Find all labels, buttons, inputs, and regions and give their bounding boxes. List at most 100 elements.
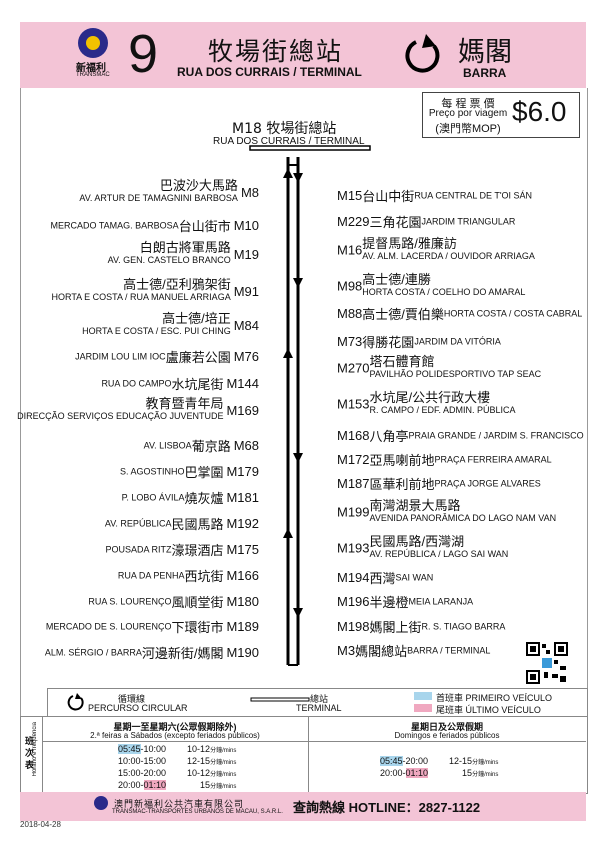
stop-pt: MERCADO TAMAG. BARBOSA xyxy=(50,220,179,231)
header-band xyxy=(20,22,586,88)
terminal-name-pt: RUA DOS CURRAIS / TERMINAL xyxy=(213,136,365,147)
stop-zh: 民國馬路/西灣湖 xyxy=(369,534,465,549)
schedule-start: 20:00 xyxy=(118,780,141,790)
stop-code: M175 xyxy=(226,542,259,557)
stop-zh: 下環街市 xyxy=(171,620,224,635)
origin-title: 牧場街總站 xyxy=(208,37,344,66)
schedule-unit: 分鐘/mins xyxy=(210,772,237,778)
stop-zh: 提督馬路/雅廉訪 xyxy=(362,236,457,251)
stop-zh: 台山街市 xyxy=(178,219,231,234)
logo-pt: TRANSMAC xyxy=(76,72,110,78)
terminal-bar-icon xyxy=(249,145,371,151)
stop-right-14: M196半邊橙MEIA LARANJA xyxy=(337,592,473,611)
destination-title: 媽閣 xyxy=(458,37,512,68)
stop-pt: PRAÇA JORGE ALVARES xyxy=(434,478,541,489)
stop-code: M187 xyxy=(337,476,370,491)
weekday-heading: 星期一至星期六(公眾假期除外) xyxy=(113,722,237,732)
stop-code: M166 xyxy=(226,568,259,583)
stop-code: M192 xyxy=(226,516,259,531)
schedule-start: 05:45 xyxy=(118,744,141,754)
schedule-freq: 15 xyxy=(462,768,473,778)
stop-code: M10 xyxy=(233,218,259,233)
route-line xyxy=(249,145,371,666)
stop-pt: R. S. TIAGO BARRA xyxy=(421,621,506,632)
stop-pt: AV. GEN. CASTELO BRANCO xyxy=(107,255,231,265)
stop-code: M19 xyxy=(233,246,259,262)
schedule-divider xyxy=(308,716,309,792)
stop-code: M144 xyxy=(226,376,259,391)
schedule-dash: - xyxy=(140,756,144,766)
stop-pt: SAI WAN xyxy=(395,572,434,583)
stop-code: M193 xyxy=(337,540,370,556)
stop-right-0: M15台山中街RUA CENTRAL DE T'OI SÁN xyxy=(337,186,532,205)
transmac-logo-icon xyxy=(78,28,108,58)
stop-pt: ALM. SÉRGIO / BARRA xyxy=(44,647,142,658)
fare-box xyxy=(422,92,580,138)
stop-code: M169 xyxy=(226,402,259,418)
stop-code: M179 xyxy=(226,464,259,479)
stop-code: M16 xyxy=(337,242,363,258)
hotline: 查詢熱線 HOTLINE：2827-1122 xyxy=(293,800,481,815)
stop-zh: 風順堂街 xyxy=(171,595,224,610)
legend-circular-pt: PERCURSO CIRCULAR xyxy=(88,703,188,713)
schedule-divider xyxy=(42,741,586,742)
stop-pt: POUSADA RITZ xyxy=(105,544,172,555)
route-number: 9 xyxy=(128,24,159,84)
stop-right-15: M198媽閣上街R. S. TIAGO BARRA xyxy=(337,617,505,636)
stop-pt: S. AGOSTINHO xyxy=(119,466,185,477)
stop-code: M84 xyxy=(233,317,259,333)
schedule-dash: - xyxy=(140,768,144,778)
stop-right-8: M168八角亭PRAIA GRANDE / JARDIM S. FRANCISC… xyxy=(337,426,584,445)
stop-code: M98 xyxy=(337,278,363,294)
stop-pt: RUA DO CAMPO xyxy=(101,378,172,389)
stop-zh: 白朗古將軍馬路 xyxy=(139,240,231,255)
stop-pt: PRAÇA FERREIRA AMARAL xyxy=(434,454,552,465)
stop-code: M229 xyxy=(337,214,370,229)
stop-right-4: M88高士德/賈伯樂HORTA COSTA / COSTA CABRAL xyxy=(337,304,582,323)
stop-zh: 葡京路 xyxy=(191,439,231,454)
stop-pt: AV. REPÚBLICA / LAGO SAI WAN xyxy=(369,549,509,559)
schedule-end: 20:00 xyxy=(405,756,429,766)
stop-pt: JARDIM LOU LIM IOC xyxy=(75,351,166,362)
stop-code: M198 xyxy=(337,619,370,634)
company-logo-icon xyxy=(94,796,108,810)
schedule-end: 10:00 xyxy=(143,744,167,754)
stop-pt: RUA S. LOURENÇO xyxy=(88,596,172,607)
schedule-start: 20:00 xyxy=(380,768,403,778)
stop-pt: BARRA / TERMINAL xyxy=(407,645,491,656)
stop-pt: MERCADO DE S. LOURENÇO xyxy=(45,621,172,632)
holiday-subheading: Domingos e feriados públicos xyxy=(394,731,500,740)
stop-code: M3 xyxy=(337,643,356,658)
print-date: 2018-04-28 xyxy=(20,820,61,829)
stop-zh: 河邊新街/媽閣 xyxy=(141,646,224,661)
stop-pt: P. LOBO ÁVILA xyxy=(121,492,185,503)
stop-zh: 盧廉若公園 xyxy=(165,350,231,365)
schedule-end: 01:10 xyxy=(143,780,167,790)
holiday-heading: 星期日及公眾假期 xyxy=(410,722,483,732)
last-bus-swatch xyxy=(414,704,432,712)
stop-right-1: M229三角花園JARDIM TRIANGULAR xyxy=(337,212,515,231)
schedule-side-pt: Horário e frequência xyxy=(32,722,38,777)
stop-pt: HORTA COSTA / COELHO DO AMARAL xyxy=(362,287,526,297)
legend-first-bus: 首班車 PRIMEIRO VEÍCULO xyxy=(436,693,553,703)
stop-pt: HORTA E COSTA / ESC. PUI CHING xyxy=(82,326,231,336)
stop-zh: 水坑尾街 xyxy=(171,377,224,392)
stop-zh: 教育暨青年局 xyxy=(145,396,224,411)
